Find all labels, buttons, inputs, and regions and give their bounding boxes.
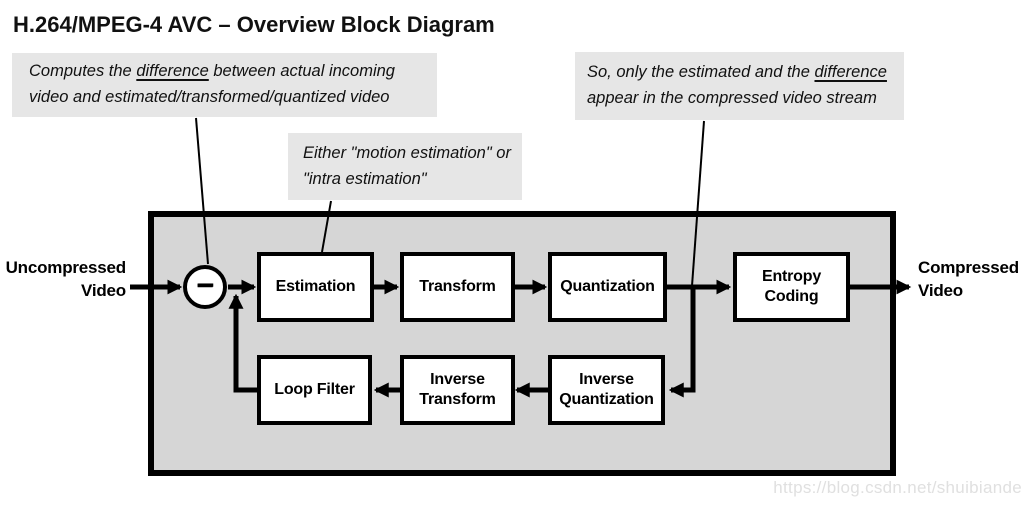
page-title: H.264/MPEG-4 AVC – Overview Block Diagra…: [13, 12, 495, 37]
output-label-compressed-video: Compressed Video: [918, 258, 1019, 300]
block-entropy-coding: Entropy Coding: [733, 252, 850, 322]
minus-icon: −: [196, 268, 214, 302]
arrow-loopfilter-feedback: [228, 293, 257, 393]
leader-line-middle-note: [321, 200, 332, 253]
arrow-branch-to-inverse-quantization: [668, 287, 696, 398]
block-inverse-transform: Inverse Transform: [400, 355, 515, 425]
annotation-compressed-stream: So, only the estimated and the differenc…: [575, 52, 904, 120]
block-transform: Transform: [400, 252, 515, 322]
leader-line-left-note: [195, 117, 209, 265]
annotation-estimation-type: Either "motion estimation" or "intra est…: [288, 133, 522, 200]
block-quantization: Quantization: [548, 252, 667, 322]
annotation-text: Either "motion estimation" or "intra est…: [303, 144, 511, 188]
block-inverse-quantization: Inverse Quantization: [548, 355, 665, 425]
subtractor-node: −: [183, 265, 227, 309]
watermark-url: https://blog.csdn.net/shuibiande: [773, 478, 1022, 497]
block-loop-filter: Loop Filter: [257, 355, 372, 425]
block-estimation: Estimation: [257, 252, 374, 322]
leader-line-right-note: [691, 120, 705, 287]
annotation-text: So, only the estimated and the: [587, 63, 815, 81]
annotation-underlined-word: difference: [814, 63, 887, 81]
annotation-difference-computation: Computes the difference between actual i…: [12, 53, 437, 117]
annotation-text: appear in the compressed video stream: [587, 89, 877, 107]
annotation-underlined-word: difference: [136, 62, 209, 80]
input-label-uncompressed-video: Uncompressed Video: [5, 258, 127, 300]
annotation-text: Computes the: [29, 62, 137, 80]
annotation-text: between actual incoming video and estima…: [29, 62, 395, 106]
